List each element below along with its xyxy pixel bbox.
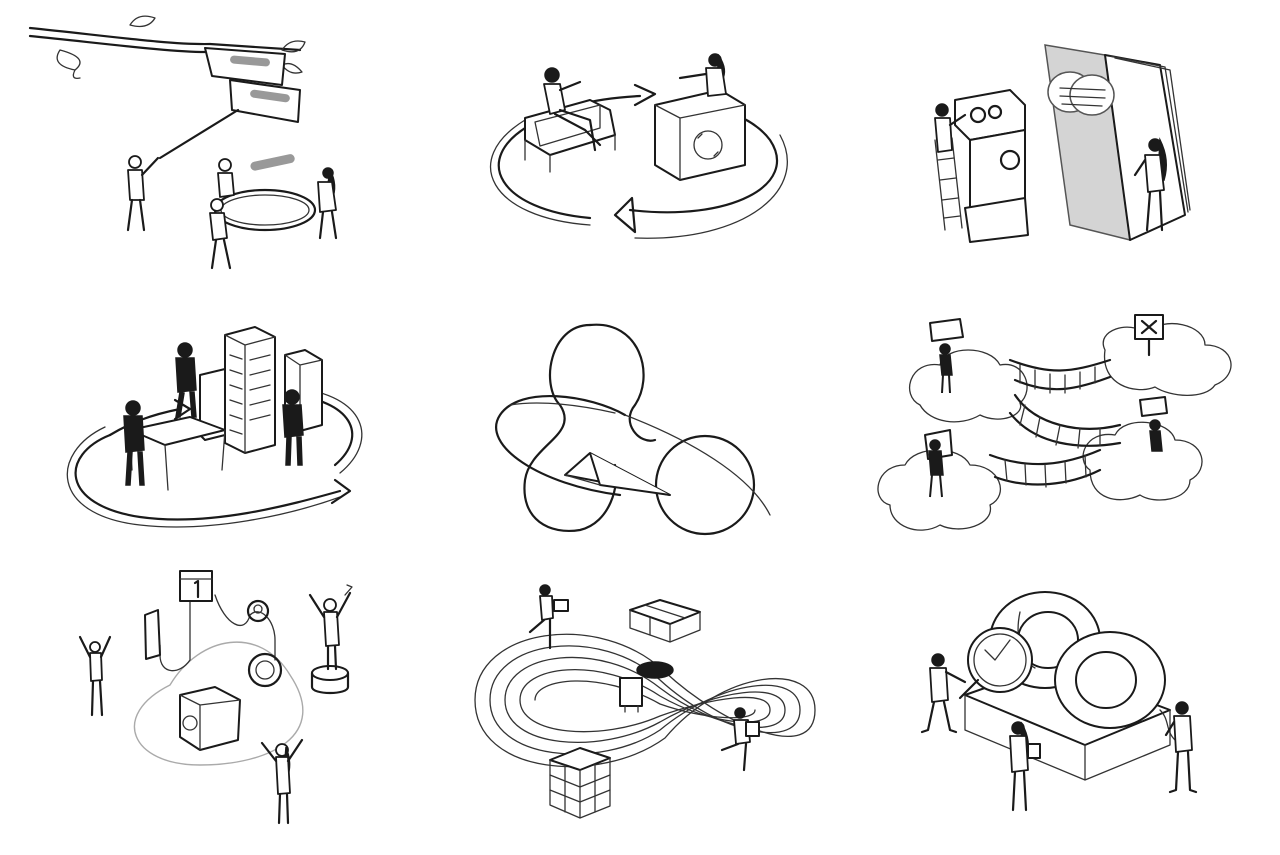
illustration-infinity-track (460, 570, 860, 840)
illustration-magnifier-infinity (870, 580, 1270, 850)
illustration-branch-signboard-team (20, 10, 420, 280)
illustration-celebration-journey (50, 565, 450, 835)
magnifying-glass-infinity-sculpture-icon (920, 591, 1198, 812)
illustration-robot-projector-book (860, 10, 1260, 280)
calendar-box-celebration-path-icon (78, 570, 353, 825)
robot-projector-giant-book-icon (934, 44, 1191, 243)
clouds-connected-by-bridges-icon (877, 314, 1232, 531)
city-buildings-planning-loop-icon (66, 326, 363, 528)
infinity-track-delivery-icon (474, 584, 816, 819)
illustration-sofa-desk-cycle (440, 10, 840, 280)
illustration-city-planning-cycle (50, 305, 450, 575)
illustration-paper-plane-loop (440, 305, 840, 575)
illustration-cloud-bridges (860, 305, 1260, 575)
branch-with-signs-and-team-holding-ring-icon (28, 15, 338, 270)
people-sofa-desk-recycle-loop-icon (489, 53, 788, 239)
paper-plane-orbit-shape-icon (495, 323, 771, 536)
